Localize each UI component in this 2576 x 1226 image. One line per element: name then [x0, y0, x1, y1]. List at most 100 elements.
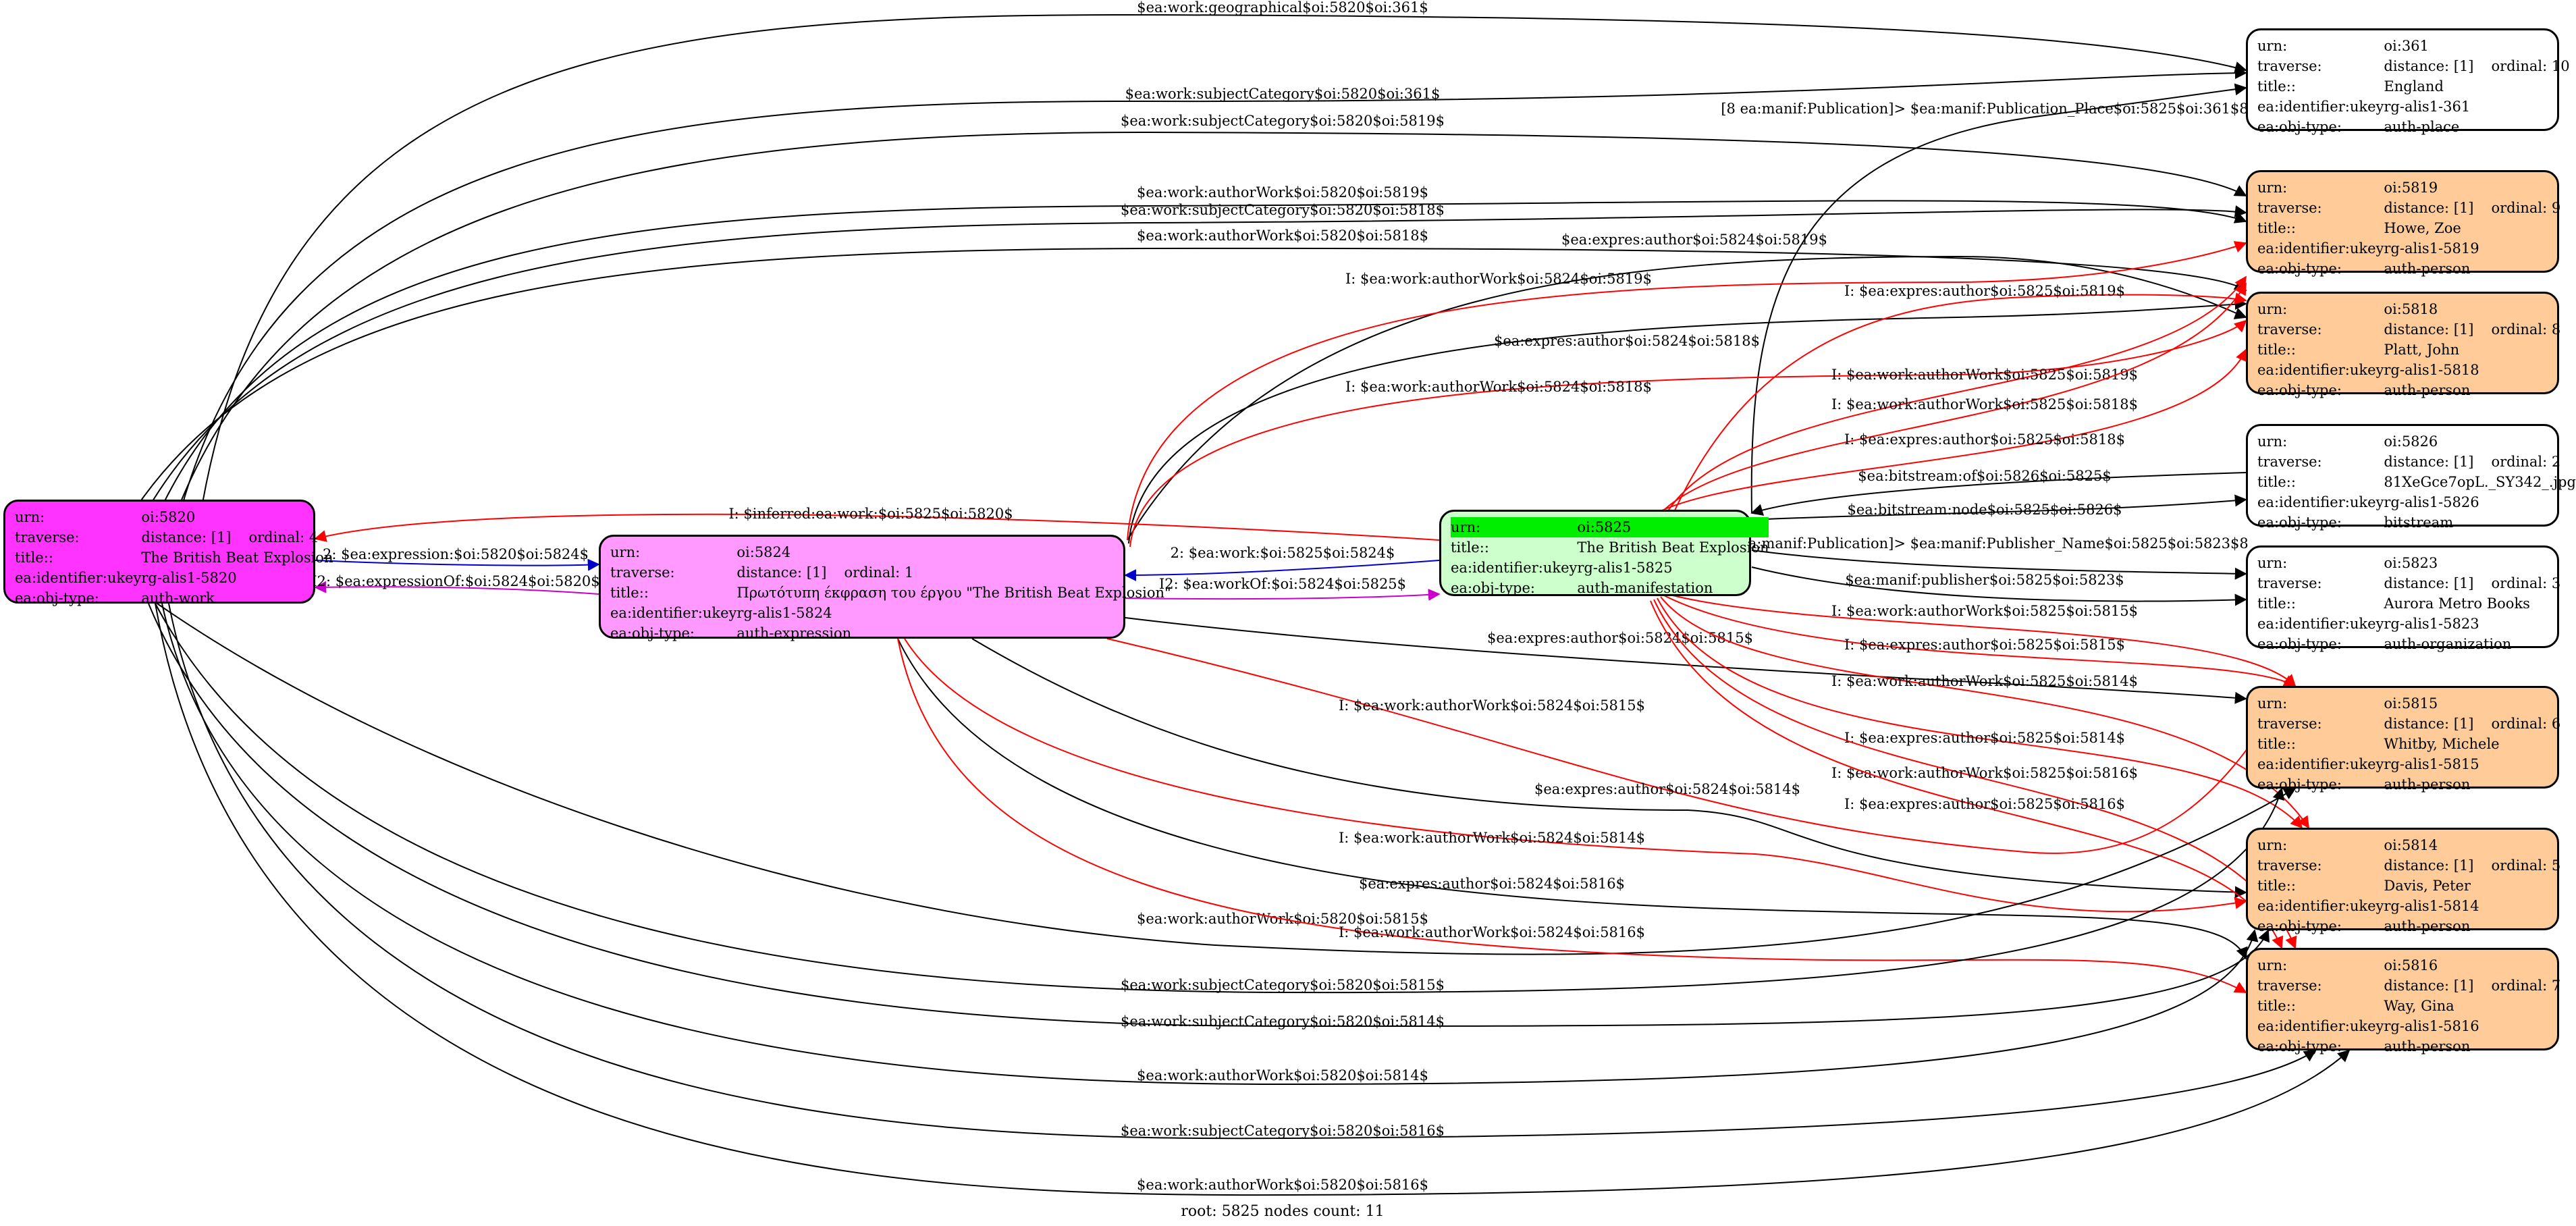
- edge-path: [315, 558, 600, 571]
- node-traverse: distance: [1]ordinal: 10: [2384, 56, 2569, 76]
- edge-path: [134, 247, 2247, 510]
- graph-footer: root: 5825 nodes count: 11: [1181, 1203, 1385, 1220]
- node-field-key: ea:identifier:ukey: [15, 570, 142, 586]
- edge: I2: $ea:expressionOf:$oi:5824$oi:5820$: [311, 573, 600, 595]
- node-field-key: ea:identifier:ukey: [2257, 99, 2384, 115]
- node-title: Davis, Peter: [2384, 878, 2471, 894]
- node-title: The British Beat Explosion: [141, 550, 333, 566]
- edge: 2: $ea:expression:$oi:5820$oi:5824$: [315, 546, 600, 571]
- node-field-key: ea:obj-type:: [2257, 261, 2342, 277]
- edge-path: [148, 205, 2247, 508]
- node-field-key: ea:obj-type:: [610, 625, 695, 641]
- edge-label: 2: $ea:work:$oi:5825$oi:5824$: [1171, 545, 1395, 561]
- node-field-key: urn:: [2257, 433, 2288, 450]
- node-urn: oi:5819: [2384, 180, 2438, 196]
- edge: I: $ea:expres:author$oi:5825$oi:5819$: [1673, 283, 2247, 512]
- edge: $ea:work:authorWork$oi:5820$oi:5814$: [161, 603, 2259, 1086]
- node-type: auth-manifestation: [1577, 580, 1713, 596]
- node-field-key: title::: [2257, 736, 2296, 752]
- edge-path: [1657, 597, 2303, 829]
- node-field-key: ea:identifier:ukey: [2257, 1018, 2384, 1034]
- edge-label: I2: $ea:expressionOf:$oi:5824$oi:5820$: [311, 573, 599, 589]
- node-field-key: title::: [2257, 998, 2296, 1014]
- edge-label: I2: $ea:workOf:$oi:5824$oi:5825$: [1159, 576, 1406, 592]
- node-type: auth-person: [2384, 776, 2471, 793]
- node-ukey: rg-alis1-5814: [2384, 898, 2479, 914]
- edge-label: $ea:work:authorWork$oi:5820$oi:5816$: [1137, 1177, 1428, 1193]
- edge-path: [1653, 348, 2247, 515]
- edge: $ea:work:authorWork$oi:5820$oi:5819$: [161, 184, 2247, 507]
- node-ukey: rg-alis1-5818: [2384, 362, 2479, 378]
- edge: I: $ea:expres:author$oi:5825$oi:5818$: [1653, 348, 2247, 515]
- edge-label: $ea:expres:author$oi:5824$oi:5814$: [1534, 781, 1800, 797]
- node-traverse: distance: [1]ordinal: 3: [2384, 573, 2560, 593]
- edge-path: [182, 67, 2247, 506]
- edge-path: [971, 638, 2247, 899]
- edge-label: $ea:work:authorWork$oi:5820$oi:5818$: [1137, 228, 1428, 244]
- edge: $ea:bitstream:node$oi:5825$oi:5826$: [1751, 494, 2247, 521]
- edge-label: $ea:work:subjectCategory$oi:5820$oi:5814…: [1121, 1013, 1445, 1030]
- node-ukey: rg-alis1-5824: [736, 605, 832, 621]
- edge: I: $ea:work:authorWork$oi:5824$oi:5815$: [1106, 638, 2289, 854]
- node-type: auth-person: [2384, 1038, 2471, 1055]
- node-title: Whitby, Michele: [2384, 736, 2500, 752]
- node-type: auth-work: [141, 590, 215, 606]
- edge-label: I: $ea:expres:author$oi:5825$oi:5819$: [1844, 283, 2125, 299]
- edge-path: [314, 513, 1440, 542]
- node-distance: distance: [1]: [2384, 857, 2474, 874]
- edge: $ea:work:subjectCategory$oi:5820$oi:5815…: [155, 603, 2285, 994]
- edge: $ea:work:authorWork$oi:5820$oi:5816$: [155, 603, 2351, 1196]
- node-type: auth-person: [2384, 382, 2471, 398]
- edge-label: $ea:manif:publisher$oi:5825$oi:5823$: [1845, 572, 2124, 588]
- node-field-key: urn:: [2257, 555, 2288, 571]
- node-ukey: rg-alis1-5823: [2384, 616, 2479, 632]
- edge-path: [897, 638, 2248, 960]
- edge-label: $ea:bitstream:node$oi:5825$oi:5826$: [1847, 502, 2122, 518]
- edge: I: $ea:work:authorWork$oi:5825$oi:5818$: [1660, 282, 2247, 514]
- node-distance: distance: [1]: [2384, 978, 2474, 994]
- node-urn: oi:5824: [736, 544, 791, 560]
- node-field-key: ea:identifier:ukey: [2257, 756, 2384, 772]
- edge-path: [1125, 617, 2247, 704]
- edge-label: [8 ea:manif:Publication]> $ea:manif:Publ…: [1721, 101, 2248, 117]
- node-field-key: traverse:: [2257, 321, 2322, 338]
- edge-path: [1128, 298, 2247, 544]
- node-urn: oi:5820: [141, 509, 196, 525]
- node-field-key: ea:identifier:ukey: [2257, 616, 2384, 632]
- edge-path: [1667, 593, 2297, 687]
- node-ukey: rg-alis1-5819: [2384, 240, 2479, 257]
- edge: $ea:expres:author$oi:5824$oi:5818$: [1128, 298, 2247, 544]
- node-traverse: distance: [1]ordinal: 9: [2384, 198, 2560, 218]
- edge-path: [1653, 599, 2297, 949]
- node-field-key: urn:: [2257, 180, 2288, 196]
- node-ukey: rg-alis1-5816: [2384, 1018, 2479, 1034]
- edge-path: [155, 603, 2351, 1196]
- node-field-key: urn:: [2257, 301, 2288, 317]
- edge: I: $ea:expres:author$oi:5825$oi:5815$: [1663, 595, 2297, 687]
- node-ordinal: ordinal: 10: [2491, 58, 2570, 74]
- node-distance: distance: [1]: [2384, 200, 2474, 216]
- edge-label: $ea:bitstream:of$oi:5826$oi:5825$: [1858, 468, 2111, 484]
- node-title: Platt, John: [2384, 342, 2460, 358]
- edge-path: [904, 638, 2247, 913]
- edge: $ea:bitstream:of$oi:5826$oi:5825$: [1750, 468, 2247, 516]
- edge-label: I: $ea:work:authorWork$oi:5825$oi:5818$: [1831, 396, 2138, 412]
- node-field-key: urn:: [2257, 38, 2288, 54]
- node-field-key: title::: [15, 550, 53, 566]
- node-field-key: title::: [1451, 539, 1489, 556]
- edge-label: I: $ea:work:authorWork$oi:5824$oi:5814$: [1339, 830, 1645, 846]
- edge-path: [1106, 638, 2289, 854]
- node-traverse: distance: [1]ordinal: 7: [2384, 976, 2560, 996]
- node-urn: oi:5814: [2384, 837, 2438, 853]
